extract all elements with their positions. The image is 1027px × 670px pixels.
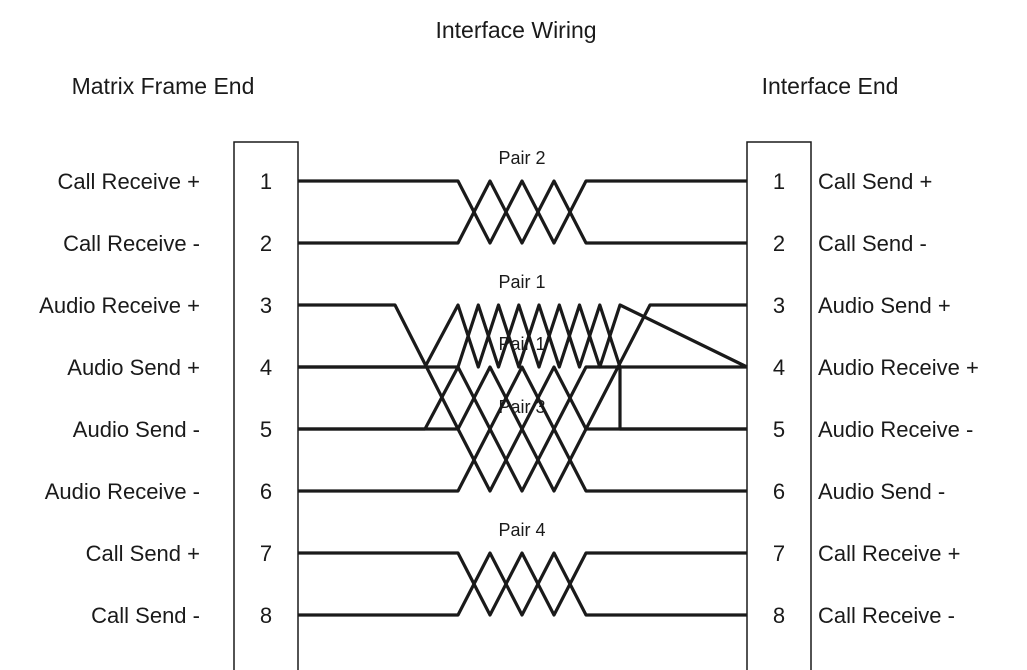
right-pin-label: Call Receive - (818, 603, 955, 628)
left-pin-label: Audio Receive - (45, 479, 200, 504)
wire-pin-5 (298, 303, 747, 431)
right-pin-number: 1 (773, 169, 785, 194)
right-pin-number: 6 (773, 479, 785, 504)
diagram-title: Interface Wiring (435, 17, 596, 43)
left-pin-label: Audio Send + (67, 355, 200, 380)
left-pin-label: Audio Receive + (39, 293, 200, 318)
pair-labels: Pair 2 Pair 1 Pair 4 Pair 1 Pair 3 (498, 148, 545, 540)
wire-pin-8 (298, 551, 747, 617)
left-pin-label: Audio Send - (73, 417, 200, 442)
left-pin-number: 1 (260, 169, 272, 194)
right-end-heading: Interface End (762, 73, 899, 99)
left-pin-number: 5 (260, 417, 272, 442)
pair-label: Pair 1 (498, 334, 545, 354)
right-pin-number: 7 (773, 541, 785, 566)
left-pin-number: 4 (260, 355, 272, 380)
right-pin-number: 5 (773, 417, 785, 442)
left-pin-number: 2 (260, 231, 272, 256)
right-terminal-block (746, 141, 812, 670)
right-pin-label: Audio Receive - (818, 417, 973, 442)
wires (298, 179, 748, 617)
right-pin-label: Audio Send + (818, 293, 951, 318)
pair-label: Pair 4 (498, 520, 545, 540)
right-pin-number: 4 (773, 355, 785, 380)
wire-pin-1 (298, 179, 747, 245)
left-terminal-block (233, 141, 299, 670)
wire-pin-6 (298, 427, 747, 493)
pair-label: Pair 3 (498, 397, 545, 417)
left-pin-number: 7 (260, 541, 272, 566)
right-pin-number: 8 (773, 603, 785, 628)
left-pin-label: Call Receive + (58, 169, 200, 194)
right-pin-label: Call Send + (818, 169, 932, 194)
pair-label: Pair 2 (498, 148, 545, 168)
right-pin-label: Call Receive + (818, 541, 960, 566)
left-pin-number: 8 (260, 603, 272, 628)
right-pin-number: 3 (773, 293, 785, 318)
left-pin-label: Call Send - (91, 603, 200, 628)
left-pin-number: 3 (260, 293, 272, 318)
wire-pin-7 (298, 551, 747, 617)
left-pin-label: Call Send + (86, 541, 200, 566)
right-pin-label: Audio Receive + (818, 355, 979, 380)
pair-label: Pair 1 (498, 272, 545, 292)
left-end-heading: Matrix Frame End (72, 73, 255, 99)
right-pin-label: Call Send - (818, 231, 927, 256)
right-pin-label: Audio Send - (818, 479, 945, 504)
left-pin-number: 6 (260, 479, 272, 504)
wire-pin-2 (298, 179, 747, 245)
wire-pin-3 (298, 303, 747, 493)
left-pin-label: Call Receive - (63, 231, 200, 256)
right-pin-number: 2 (773, 231, 785, 256)
